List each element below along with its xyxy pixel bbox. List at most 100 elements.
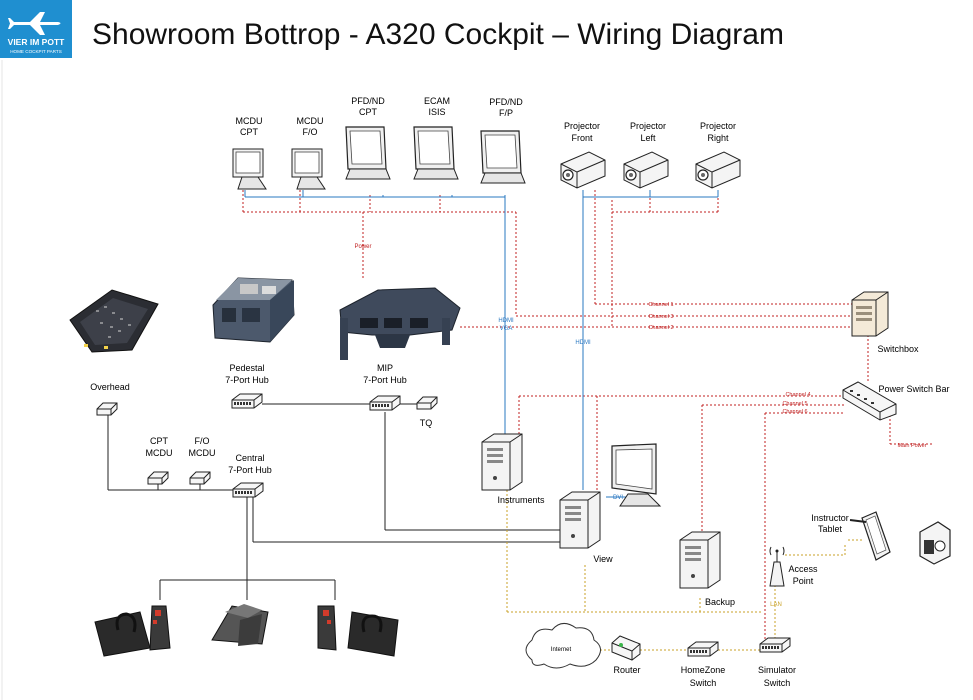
internet-cloud-icon (525, 623, 601, 669)
view-monitor (611, 443, 662, 507)
dvi-label: DVI (613, 495, 623, 501)
switchbox (851, 291, 889, 337)
pedestal-image (212, 277, 295, 343)
backup-pc-icon (679, 531, 721, 589)
switchbox-label: Switchbox (877, 344, 919, 354)
display-pfdnd-fp: PFD/ND F/P (480, 97, 526, 184)
projector-icon (560, 151, 606, 189)
view-pc-icon (559, 491, 601, 549)
cpt-mcdu-label-1: CPT (150, 436, 169, 446)
monitor-icon (232, 148, 267, 190)
mip-image (339, 287, 461, 360)
video-cables (244, 190, 719, 498)
access-point-label-1: Access (788, 564, 818, 574)
camera-icon (919, 521, 951, 565)
sidestick-right-image (317, 605, 399, 657)
vier-im-pott-logo: VIER IM POTT HOME COCKPIT PARTS (0, 0, 72, 58)
rudder-pedals-image (211, 604, 269, 646)
simulator-switch-icon (759, 637, 791, 653)
cpt-mcdu-box-icon (147, 471, 169, 485)
instructor-label-1: Instructor (811, 513, 849, 523)
internet-label: Internet (551, 647, 572, 653)
central-hub-icon (232, 482, 264, 498)
pedestal-hub-label-2: 7-Port Hub (225, 375, 269, 385)
homezone-switch-icon (687, 641, 719, 657)
simulator-switch-label-1: Simulator (758, 665, 796, 675)
router-label: Router (613, 665, 640, 675)
projector-label-line1: Projector (700, 121, 736, 131)
central-hub-label-2: 7-Port Hub (228, 465, 272, 475)
projector-label-line2: Left (640, 133, 656, 143)
mip-hub-label-2: 7-Port Hub (363, 375, 407, 385)
fo-mcdu-box-icon (189, 471, 211, 485)
vga-label: VGA (500, 326, 513, 332)
display-mcdu-fo: MCDU F/O (291, 116, 326, 190)
power-switch-bar-label: Power Switch Bar (878, 384, 949, 394)
projector-label-line1: Projector (564, 121, 600, 131)
backup-label: Backup (705, 597, 735, 607)
logo-line1: VIER IM POTT (8, 37, 65, 47)
projector-icon (623, 151, 669, 189)
fo-mcdu-label-2: MCDU (189, 448, 216, 458)
display-pfdnd-cpt: PFD/ND CPT (345, 96, 391, 180)
monitor-icon (480, 130, 526, 184)
display-label-line2: ISIS (428, 107, 445, 117)
main-power-label: Main Power (897, 443, 926, 449)
display-ecam: ECAM ISIS (413, 96, 459, 180)
homezone-label-2: Switch (690, 678, 717, 688)
sidestick-left-image (94, 605, 171, 657)
fo-mcdu-label-1: F/O (195, 436, 210, 446)
hdmi-label-2: HDMI (575, 340, 591, 346)
logo-line2: HOME COCKPIT PARTS (10, 49, 62, 54)
mip-hub-icon (369, 395, 401, 411)
channel5-label: Channel 5 (782, 401, 807, 407)
homezone-label-1: HomeZone (681, 665, 726, 675)
projector-label-line2: Front (571, 133, 593, 143)
channel2-label: Channel 2 (648, 325, 673, 331)
overhead-label: Overhead (90, 382, 130, 392)
pedestal-hub-label-1: Pedestal (229, 363, 264, 373)
display-mcdu-cpt: MCDU CPT (232, 116, 267, 190)
tq-label: TQ (420, 418, 433, 428)
instructor-label-2: Tablet (818, 524, 843, 534)
display-label-line1: PFD/ND (489, 97, 523, 107)
tq-box-icon (416, 396, 438, 410)
display-label-line2: F/O (303, 127, 318, 137)
power-switch-bar (842, 381, 897, 421)
view-label: View (593, 554, 613, 564)
display-label-line1: ECAM (424, 96, 450, 106)
airplane-logo-icon: VIER IM POTT HOME COCKPIT PARTS (8, 12, 65, 54)
pedestal-hub-icon (231, 393, 263, 409)
projector-right: Projector Right (695, 121, 741, 189)
monitor-icon (345, 126, 391, 180)
central-hub-label-1: Central (235, 453, 264, 463)
projector-icon (695, 151, 741, 189)
channel6-label: Channel 6 (782, 409, 807, 415)
router-icon (611, 635, 641, 661)
access-point-label-2: Point (793, 576, 814, 586)
usb-cables (107, 403, 560, 600)
projector-front: Projector Front (560, 121, 606, 189)
display-label-line2: F/P (499, 108, 513, 118)
display-label-line2: CPT (240, 127, 259, 137)
overhead-box-icon (96, 402, 118, 416)
instruments-label: Instruments (497, 495, 545, 505)
monitor-icon (291, 148, 326, 190)
projector-label-line2: Right (707, 133, 729, 143)
access-point (769, 546, 785, 587)
power-cable-label: Power (354, 244, 371, 250)
display-label-line2: CPT (359, 107, 378, 117)
channel1-label: Channel 1 (648, 302, 673, 308)
monitor-icon (413, 126, 459, 180)
overhead-panel-image (69, 289, 159, 353)
projector-left: Projector Left (623, 121, 669, 189)
display-label-line1: MCDU (297, 116, 324, 126)
display-label-line1: PFD/ND (351, 96, 385, 106)
lan-cables (506, 490, 862, 651)
lan-label: LAN (770, 602, 782, 608)
display-label-line1: MCDU (236, 116, 263, 126)
channel4-label: Channel 4 (785, 392, 810, 398)
channel3-label: Channel 3 (648, 314, 673, 320)
